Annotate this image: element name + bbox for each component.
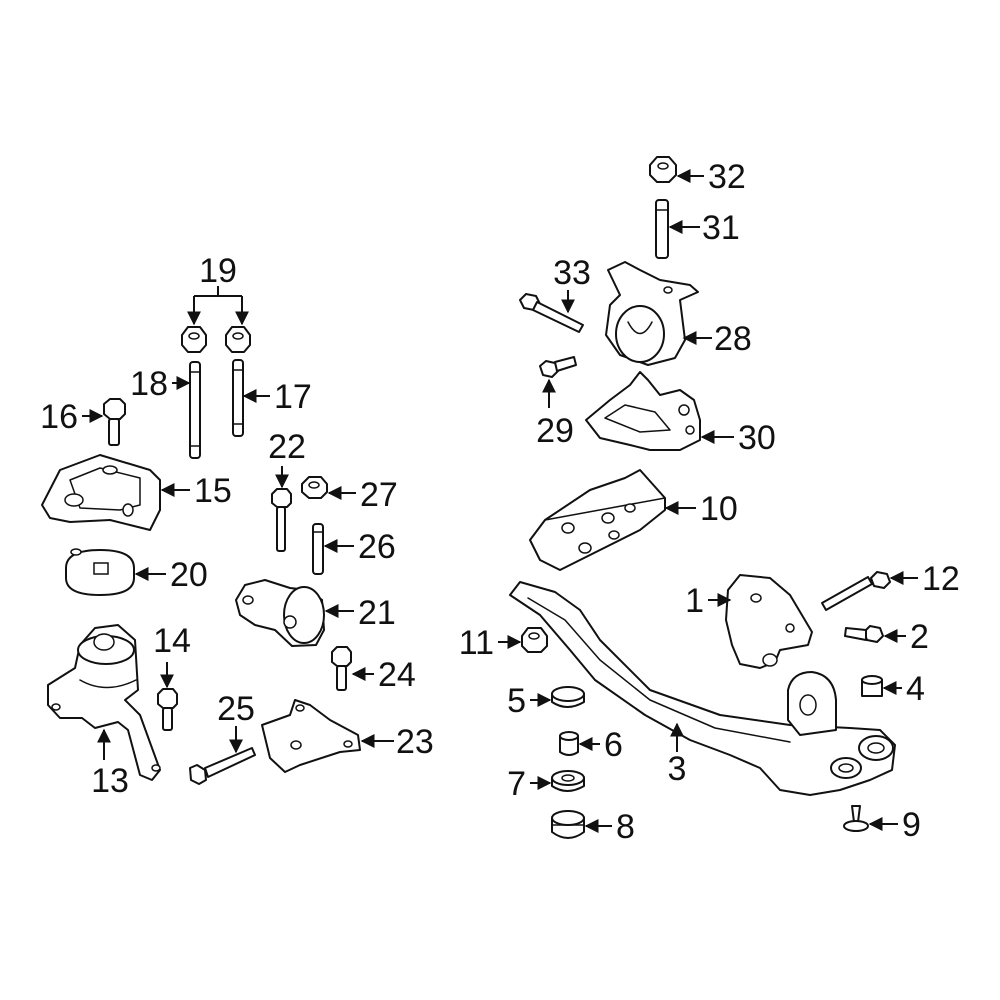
callout-4: 4 [906,670,925,708]
part-33-bolt [519,293,584,333]
callout-6: 6 [604,726,623,764]
callout-26: 26 [358,528,396,566]
part-20-insulator [65,548,135,596]
part-2-bolt [844,625,884,643]
part-28-mount [605,261,699,366]
callout-5: 5 [507,682,526,720]
part-14-bolt [157,688,178,731]
part-32-nut [649,156,677,183]
part-24-bolt [331,646,352,691]
callout-24: 24 [378,656,416,694]
part-29-bolt [539,356,577,378]
part-31-stud [655,199,669,259]
callout-33: 33 [553,254,591,292]
part-19-nuts [181,326,251,353]
callout-31: 31 [702,209,740,247]
callout-18: 18 [130,365,168,403]
leader-lines [82,169,918,833]
part-9-pin [843,805,869,832]
callout-9: 9 [902,806,921,844]
part-5-washer [551,686,585,708]
part-10-skid-plate [529,469,666,571]
part-1-bracket [725,574,813,669]
callout-14: 14 [153,622,191,660]
callout-11: 11 [459,624,494,662]
callout-labels: 19 18 17 16 15 20 13 14 22 27 26 21 24 2… [40,158,960,846]
callout-3: 3 [668,750,687,788]
part-30-bracket [585,371,701,451]
part-18-stud [189,361,201,459]
callout-21: 21 [358,594,396,632]
part-26-pin [312,523,324,575]
part-8-insulator [551,810,585,839]
callout-32: 32 [708,158,746,196]
part-25-bolt [189,747,256,785]
callout-8: 8 [616,808,635,846]
callout-20: 20 [170,556,208,594]
part-6-sleeve [559,731,579,756]
part-13-mount [47,624,161,781]
callout-13: 13 [91,762,129,800]
part-23-bracket [261,699,361,773]
callout-17: 17 [274,378,312,416]
part-7-washer [551,770,585,792]
callout-19: 19 [199,252,237,290]
callout-1: 1 [685,582,704,620]
callout-30: 30 [738,419,776,457]
part-22-bolt [271,488,292,552]
callout-7: 7 [507,765,526,803]
callout-15: 15 [194,472,232,510]
part-11-nut [521,627,548,653]
part-16-bolt [103,398,126,446]
callout-22: 22 [268,428,306,466]
callout-16: 16 [40,398,78,436]
part-17-stud [232,359,244,437]
callout-27: 27 [360,476,398,514]
callout-25: 25 [217,690,255,728]
callout-2: 2 [910,618,929,656]
part-27-nut [301,476,328,499]
part-3-crossmember [509,581,896,796]
callout-23: 23 [396,723,434,761]
part-15-bracket [41,454,161,531]
callout-10: 10 [700,490,738,528]
callout-29: 29 [536,412,574,450]
part-21-mount [235,579,325,647]
part-4-bushing [861,675,883,697]
callout-28: 28 [714,320,752,358]
part-12-bolt [821,571,891,611]
callout-12: 12 [922,560,960,598]
